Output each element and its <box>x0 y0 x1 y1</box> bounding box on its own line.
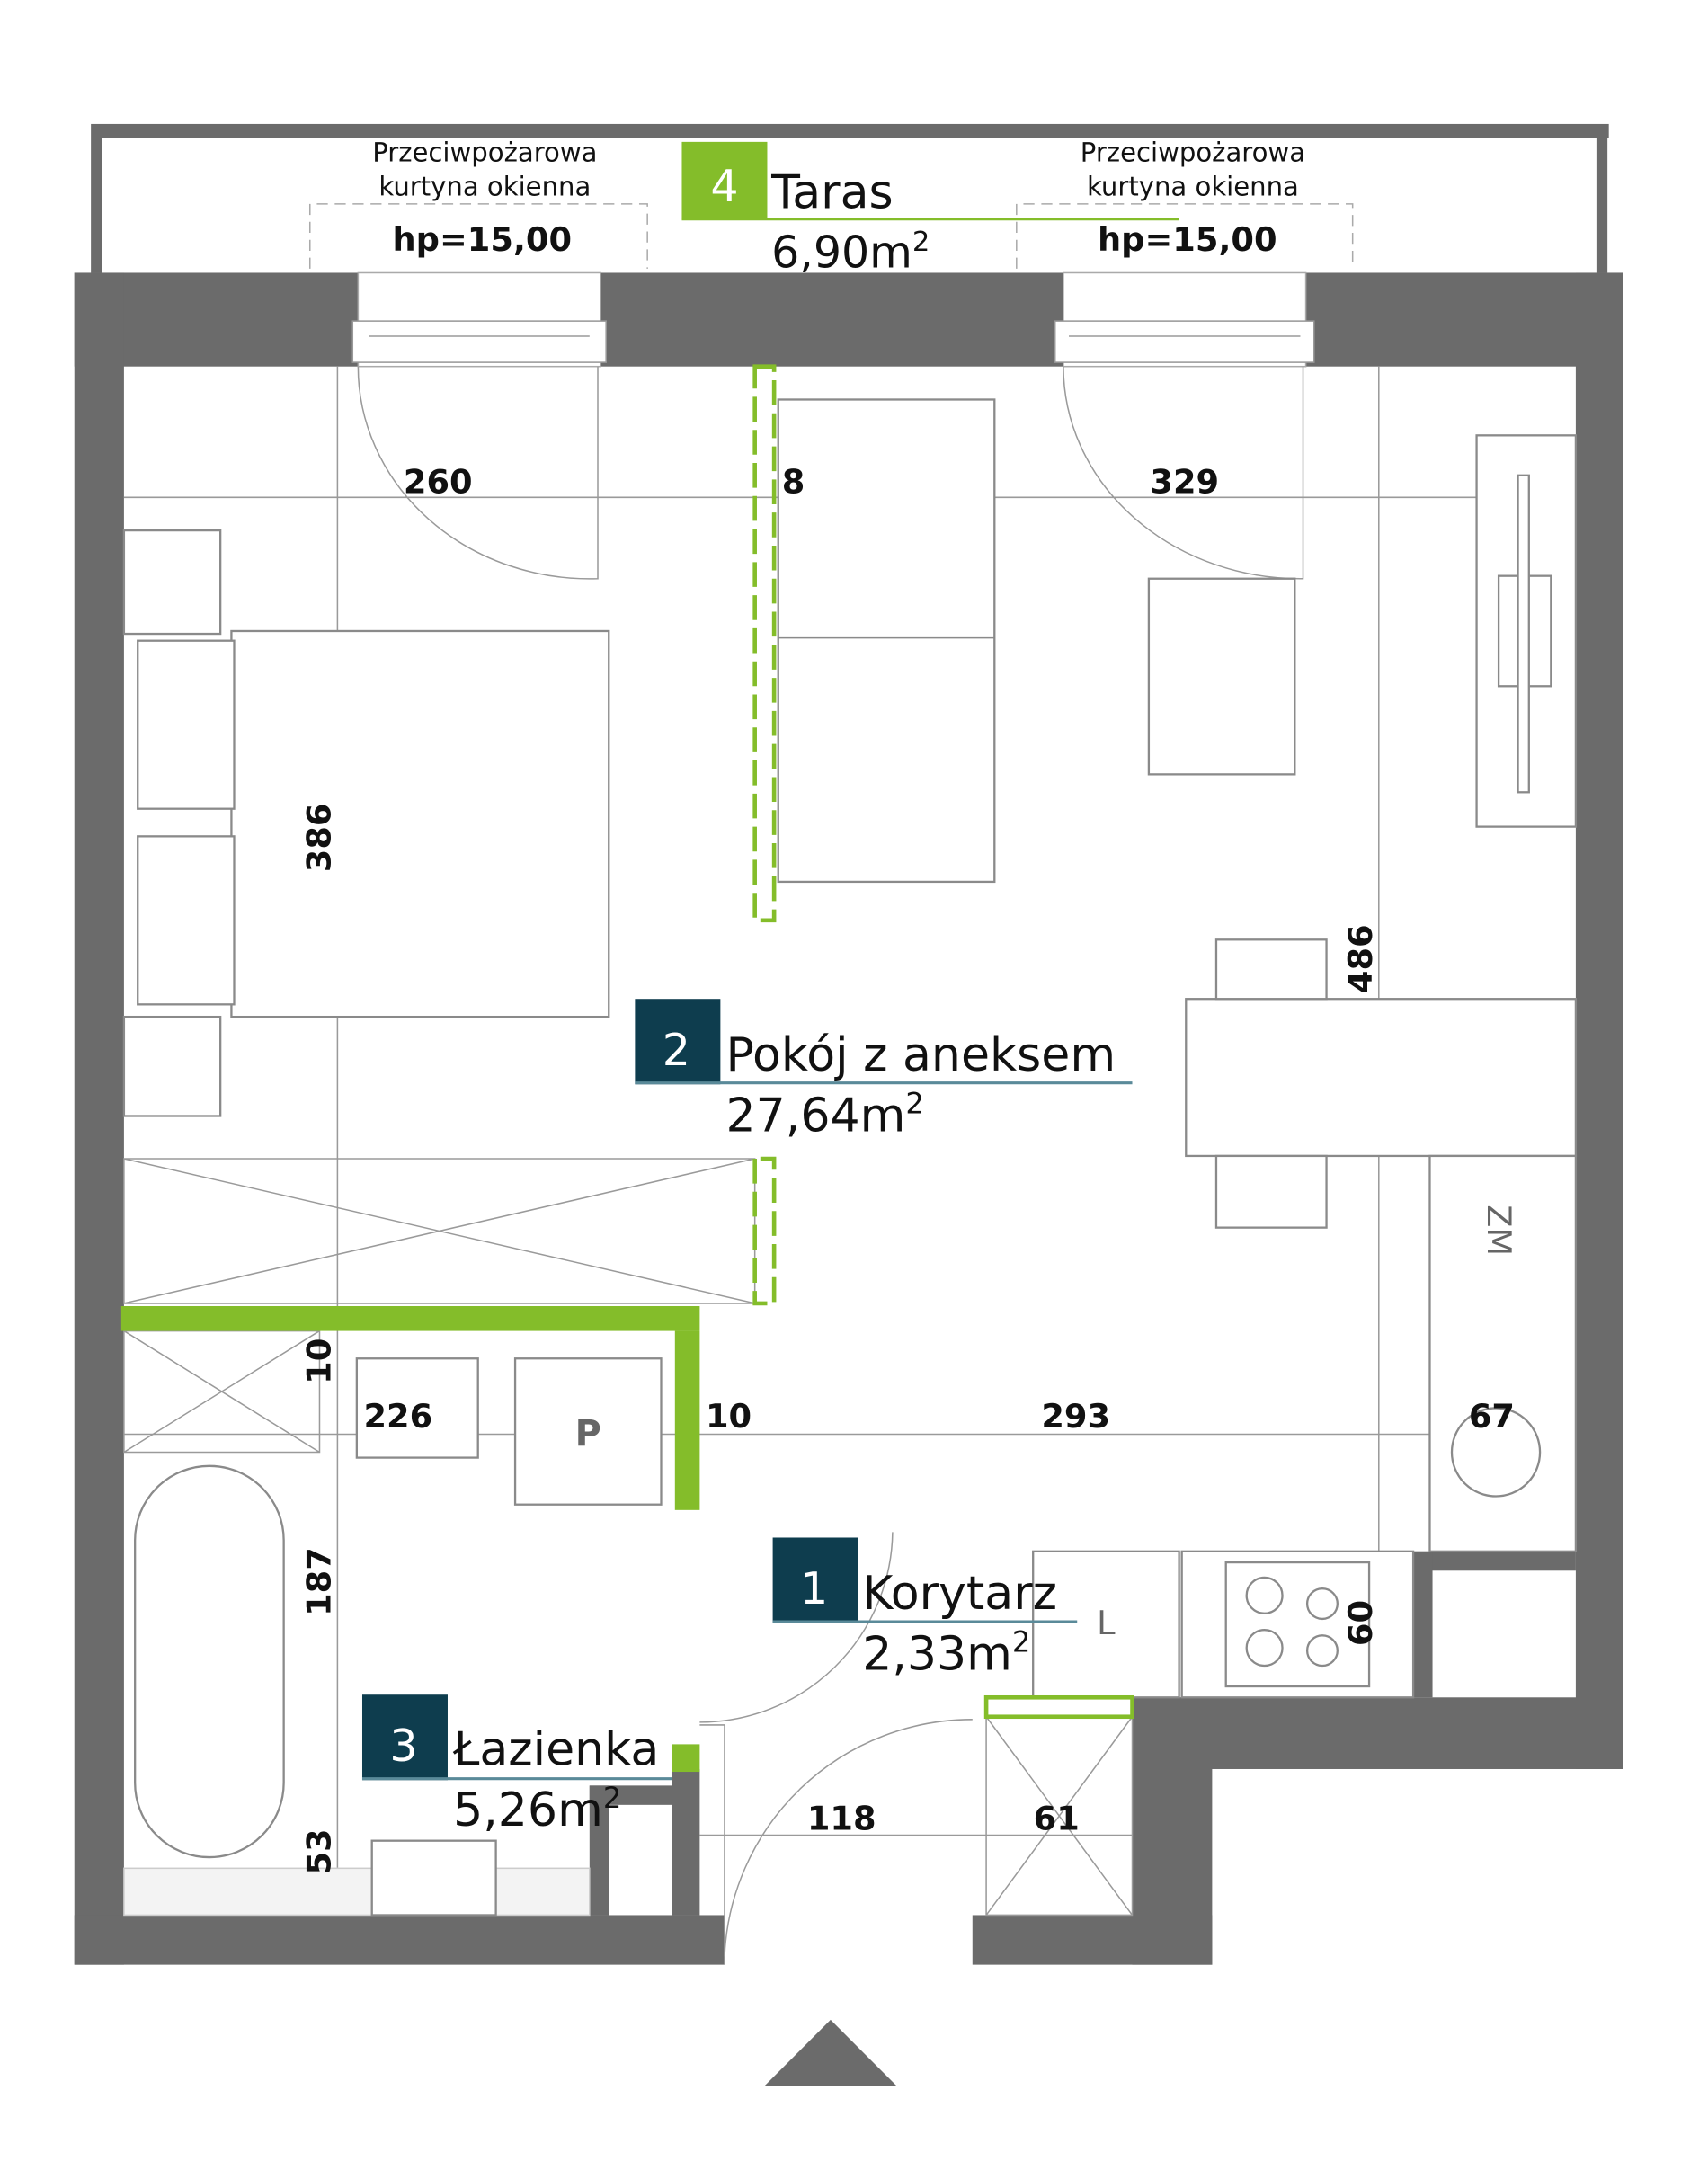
room-number: 2 <box>663 1024 690 1076</box>
dimension-label: 386 <box>300 804 339 873</box>
dimension-label: 187 <box>300 1547 339 1616</box>
room-label-corridor: 1 Korytarz 2,33m2 <box>772 1537 1078 1682</box>
dimension-label: 10 <box>300 1338 339 1384</box>
dimension-label: 8 <box>782 463 805 502</box>
dimension-label: 486 <box>1341 924 1380 993</box>
curtain-right-hp: hp=15,00 <box>1098 220 1277 259</box>
dimension-label: 61 <box>1034 1799 1080 1837</box>
room-number: 4 <box>710 160 738 212</box>
room-area: 2,33m2 <box>862 1625 1030 1682</box>
dimension-label: 60 <box>1341 1600 1380 1646</box>
walls <box>74 272 1623 1965</box>
dimension-label: 226 <box>363 1397 432 1436</box>
curtain-right-line2: kurtyna okienna <box>1087 172 1299 202</box>
room-name: Taras <box>770 165 894 219</box>
curtain-left-hp: hp=15,00 <box>393 220 573 259</box>
window-left <box>351 271 607 368</box>
cabinet-label: L <box>1097 1604 1116 1642</box>
room-area: 6,90m2 <box>771 226 930 278</box>
washer-label: P <box>575 1413 601 1454</box>
room-label-bathroom: 3 Łazienka 5,26m2 <box>361 1694 672 1837</box>
curtain-left-line1: Przeciwpożarowa <box>372 137 597 167</box>
fridge-label: ZM <box>1480 1205 1518 1256</box>
dimension-label: 10 <box>706 1397 752 1436</box>
room-name: Łazienka <box>452 1722 659 1776</box>
curtain-right-line1: Przeciwpożarowa <box>1081 137 1305 167</box>
furniture <box>122 398 1578 1917</box>
dimension-label: 329 <box>1150 463 1219 502</box>
room-area: 27,64m2 <box>726 1086 924 1143</box>
dimension-label: 118 <box>807 1799 876 1837</box>
dimension-label: 260 <box>404 463 473 502</box>
room-name: Korytarz <box>862 1567 1057 1621</box>
dimension-label: 67 <box>1469 1397 1515 1436</box>
room-label-terrace: 4 Taras 6,90m2 <box>681 141 1179 278</box>
room-name: Pokój z aneksem <box>726 1028 1116 1082</box>
room-label-living: 2 Pokój z aneksem 27,64m2 <box>635 999 1133 1143</box>
room-number: 3 <box>389 1720 417 1772</box>
window-right <box>1054 271 1315 368</box>
triangle-up-icon <box>764 2019 897 2086</box>
dimension-label: 293 <box>1041 1397 1110 1436</box>
room-number: 1 <box>800 1562 828 1614</box>
dimension-label: 53 <box>300 1828 339 1874</box>
room-area: 5,26m2 <box>453 1781 621 1837</box>
partition-walls <box>120 364 1134 1773</box>
curtain-left-line2: kurtyna okienna <box>378 172 591 202</box>
terrace-railing <box>91 123 1609 138</box>
